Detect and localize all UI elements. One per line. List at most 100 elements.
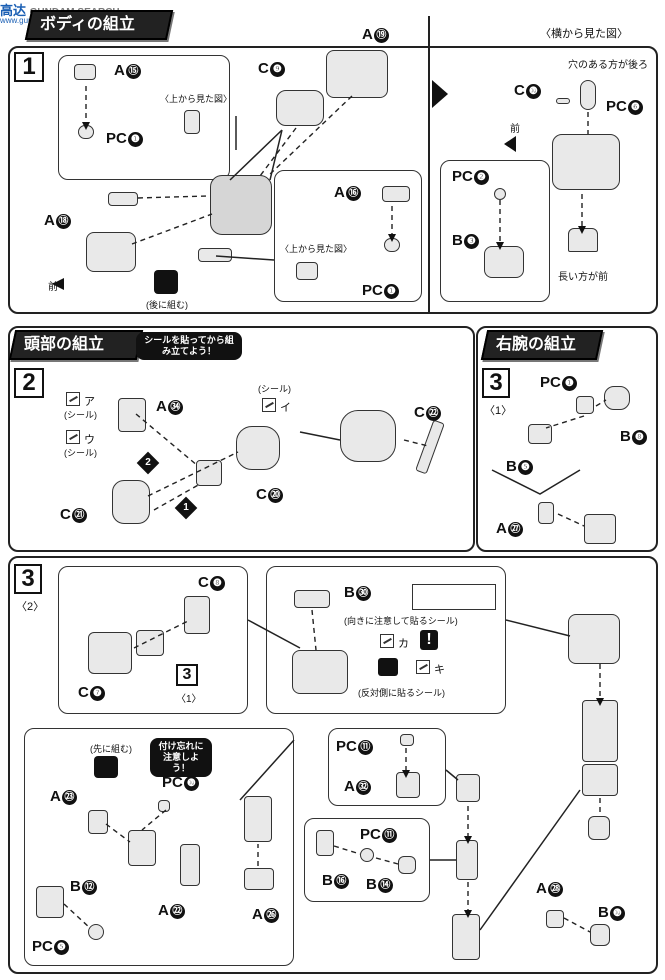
part-elbow-block: [128, 830, 156, 866]
part-a26: [244, 868, 274, 890]
part-b14: [398, 856, 416, 874]
long-side-front-label: 長い方が前: [558, 272, 608, 283]
part-pc11b: [360, 848, 374, 862]
part-a23: [88, 810, 108, 834]
part-b3: [484, 246, 524, 278]
ref-step-sub: 〈1〉: [176, 694, 202, 705]
part-assembled-hand: [588, 816, 610, 840]
seal-label-1: (シール): [64, 410, 97, 420]
part-hip-peg: [198, 248, 232, 262]
sticker-a-icon: [66, 392, 80, 406]
part-arm-joint: [584, 514, 616, 544]
forget-note: 付け忘れに注意しよう！: [150, 738, 212, 777]
part-a28: [546, 910, 564, 928]
warning-icon: !: [420, 630, 438, 650]
step-3-1-number: 3: [482, 368, 510, 398]
flip-icon: [378, 658, 398, 676]
part-b8: [604, 386, 630, 410]
first-label: (先に組む): [90, 744, 132, 754]
sticker-i-label: イ: [280, 402, 291, 414]
part-a16: [382, 186, 410, 202]
sticker-ka-label: カ: [398, 638, 409, 650]
subpanel-forearm-top: [328, 728, 446, 806]
step-3-2-sub: 〈2〉: [16, 601, 45, 613]
part-c10: [556, 98, 570, 104]
part-pc5: [88, 924, 104, 940]
later-label: (後に組む): [146, 300, 188, 310]
side-view-label: 〈横から見た図〉: [540, 28, 628, 40]
part-c7: [88, 632, 132, 674]
part-a34: [118, 398, 146, 432]
subpanel-pc2-b3: [440, 160, 550, 302]
step-3-1-sub: 〈1〉: [484, 405, 513, 417]
big-right-arrow: [432, 80, 448, 108]
part-b12: [36, 886, 64, 918]
sticker-ki-label: キ: [434, 664, 445, 676]
seal-opposite-label: (反対側に貼るシール): [358, 688, 445, 698]
ref-step-box: 3: [176, 664, 198, 686]
top-view-label-1: 〈上から見た図〉: [160, 94, 233, 104]
sticker-a-label: ア: [84, 396, 95, 408]
later-icon: [154, 270, 178, 294]
sticker-u-label: ウ: [84, 434, 95, 446]
part-assembled-forearm: [582, 764, 618, 796]
part-pc11: [400, 734, 414, 746]
part-shoulder-peg: [108, 192, 138, 206]
part-a19: [326, 50, 388, 98]
front-label-2: 前: [510, 124, 520, 135]
section3a-panel: [476, 326, 658, 552]
sticker-ki-icon: [416, 660, 430, 674]
part-body-side: [552, 134, 620, 190]
part-b30: [294, 590, 330, 608]
part-a18: [86, 232, 136, 272]
hole-side-back-label: 穴のある方が後ろ: [568, 60, 648, 71]
part-c21: [112, 480, 150, 524]
part-forearm-link: [456, 774, 480, 802]
first-icon: [94, 756, 118, 778]
part-assembled-upper-arm: [582, 700, 618, 762]
part-a27: [538, 502, 554, 524]
seal-orient-label: (向きに注意して貼るシール): [344, 616, 458, 626]
seal-label-3: (シール): [258, 384, 291, 394]
part-b5: [528, 424, 552, 444]
part-top-view-1: [184, 110, 200, 134]
part-pc2: [494, 188, 506, 200]
part-b16: [316, 830, 334, 856]
top-view-label-2: 〈上から見た図〉: [280, 244, 353, 254]
step-3-2-number: 3: [14, 564, 42, 594]
part-shoulder-block: [292, 650, 348, 694]
part-c8: [184, 596, 210, 634]
section2-note: シールを貼ってから組み立てよう！: [136, 332, 242, 360]
front-label-1: 前: [48, 282, 58, 293]
watermark-cn: 高达: [0, 3, 27, 18]
